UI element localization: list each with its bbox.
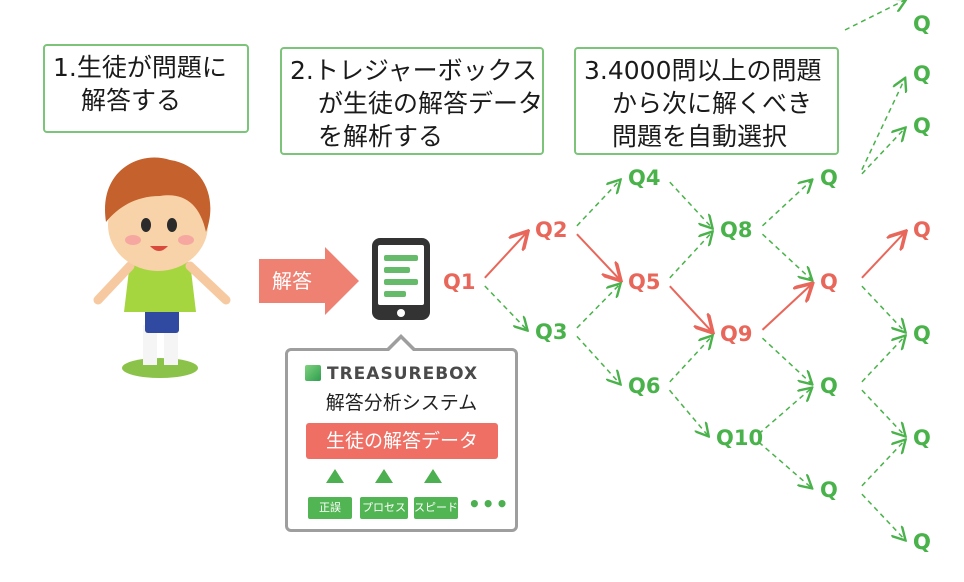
question-node-q10: Q10 [716,426,764,450]
edge-q2-q5 [576,233,620,279]
edge-q3-q5 [576,285,620,329]
triangle-up-icon [375,469,393,483]
step-3-line-3: 問題を自動選択 [612,122,788,151]
question-node-q8: Q8 [720,218,753,242]
logo-text: TREASUREBOX [327,364,479,384]
chip-correctness: 正誤 [308,497,352,519]
edge-c4b-c5d [861,233,905,279]
student-illustration [93,157,231,378]
question-node-c5a: Q [913,12,931,36]
edge-q2-q4 [576,181,620,227]
edge-c4a-c5c [861,129,905,175]
edge-q9-c4c [761,337,811,383]
student-data-label: 生徒の解答データ [306,423,498,459]
step-3-line-2: から次に解くべき [612,89,813,118]
step-3-line-1: 3.4000問以上の問題 [584,56,822,85]
edge-c4c-c5e [861,337,905,383]
triangle-up-icon [424,469,442,483]
question-node-c5g: Q [913,530,931,554]
step-1-line-1: 1.生徒が問題に [53,53,227,82]
question-edges [484,0,905,539]
edge-q5-q8 [669,233,712,279]
edge-q8-c4b [761,233,811,279]
question-node-q5: Q5 [628,270,661,294]
edge-q1-q3 [484,285,527,330]
edge-q10-c4d [758,441,811,487]
edge-q10-c4c [758,389,811,435]
edge-c4b-c5e [861,285,905,331]
edge-q9-c4b [761,285,811,331]
edge-c4c-c5f [861,389,905,435]
step-2-line-2: が生徒の解答データ [318,89,544,118]
chip-process: プロセス [360,497,408,519]
question-node-q9: Q9 [720,322,753,346]
question-node-q3: Q3 [535,320,568,344]
edge-q4-q8 [669,181,712,227]
edge-c4a-c5b [861,79,905,170]
question-node-c5c: Q [913,114,931,138]
question-node-c5e: Q [913,322,931,346]
system-title: 解答分析システム [325,392,478,414]
question-node-c5b: Q [913,62,931,86]
step-1-line-2: 解答する [81,86,182,115]
question-node-c4c: Q [820,374,838,398]
edge-c4d-c5f [861,441,905,487]
box-logo-icon [305,365,321,381]
question-node-c4b: Q [820,270,838,294]
question-node-c5h: Q [913,530,931,554]
tablet-icon [372,238,430,320]
question-node-c5f: Q [913,426,931,450]
answer-arrow-label: 解答 [272,269,312,293]
triangle-up-icon [326,469,344,483]
edge-q5-q9 [669,285,712,331]
answer-arrow-head [325,247,359,315]
step-1-box: 1.生徒が問題に 解答する [43,44,249,133]
question-node-c5d: Q [913,218,931,242]
more-dots: ••• [468,492,510,516]
question-node-q2: Q2 [535,218,568,242]
step-2-box: 2.トレジャーボックス が生徒の解答データ を解析する [280,47,544,155]
chip-speed: スピード [414,497,458,519]
answer-arrow: 解答 [259,259,325,303]
edge-q1-q2 [484,233,527,279]
edge-q8-c4a [761,181,811,227]
step-2-line-3: を解析する [318,122,444,151]
edge-q6-q9 [669,337,712,383]
step-3-box: 3.4000問以上の問題 から次に解くべき 問題を自動選択 [574,47,839,155]
step-2-line-1: 2.トレジャーボックス [290,56,537,85]
edge-c4d-c5g [861,493,905,539]
edge-c4a-out [844,0,905,31]
treasurebox-logo: TREASUREBOX [305,362,478,386]
question-node-q4: Q4 [628,166,661,190]
tablet-screen [378,245,424,305]
question-node-c4a: Q [820,166,838,190]
edge-q3-q6 [576,335,620,383]
question-node-q1: Q1 [443,270,476,294]
question-node-q6: Q6 [628,374,661,398]
question-node-c4d: Q [820,478,838,502]
edge-q6-q10 [668,389,708,435]
